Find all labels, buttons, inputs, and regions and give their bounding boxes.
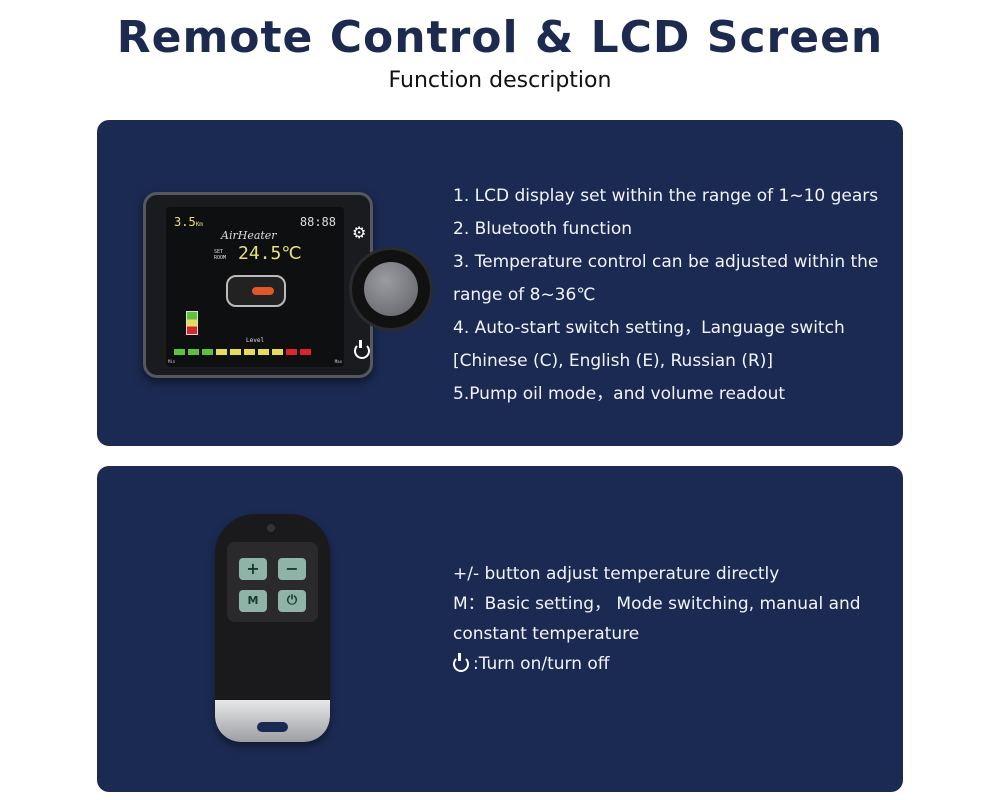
power-feature-text: :Turn on/turn off: [473, 654, 610, 674]
feature-item: 5.Pump oil mode，and volume readout: [453, 384, 786, 404]
distance-unit: Km: [195, 221, 203, 228]
minus-button-icon: −: [278, 558, 306, 580]
feature-item: 4. Auto-start switch setting，Language sw…: [453, 318, 845, 338]
clock-readout: 88:88: [299, 215, 336, 229]
mode-button-icon: M: [239, 590, 267, 612]
power-icon: [354, 340, 374, 360]
feature-item: 1. LCD display set within the range of 1…: [453, 186, 879, 206]
level-bar: [174, 349, 311, 355]
distance-readout: 3.5: [174, 215, 196, 229]
level-label: Level: [246, 337, 265, 344]
feature-item: constant temperature: [453, 624, 640, 644]
power-icon: [453, 653, 469, 672]
page-title: Remote Control & LCD Screen: [116, 12, 884, 63]
brand-label: AirHeater: [221, 229, 277, 242]
plus-button-icon: +: [239, 558, 267, 580]
remote-control-panel: + − M ⏻ +/- button adjust temperature di…: [97, 466, 903, 792]
feature-item: M：Basic setting， Mode switching, manual …: [453, 594, 861, 614]
remote-control-image: + − M ⏻: [215, 514, 330, 742]
remote-feature-list: +/- button adjust temperature directly M…: [453, 559, 861, 679]
set-label: SET: [214, 249, 224, 255]
min-label: Min: [168, 359, 176, 364]
power-button-icon: ⏻: [278, 590, 306, 612]
feature-item: +/- button adjust temperature directly: [453, 564, 780, 584]
fuel-gauge-icon: [186, 311, 198, 335]
lcd-feature-list: 1. LCD display set within the range of 1…: [453, 180, 878, 411]
heater-diagram-icon: [226, 275, 286, 307]
page-subtitle: Function description: [388, 68, 612, 93]
max-label: Max: [334, 359, 342, 364]
gear-icon: ⚙: [352, 223, 367, 242]
feature-item: [Chinese (C), English (E), Russian (R)]: [453, 351, 774, 371]
feature-item: range of 8~36℃: [453, 285, 596, 305]
feature-item: 2. Bluetooth function: [453, 219, 632, 239]
feature-item: 3. Temperature control can be adjusted w…: [453, 252, 879, 272]
control-knob: [352, 250, 430, 328]
temperature-readout: 24.5℃: [238, 243, 302, 264]
room-label: ROOM: [214, 255, 227, 261]
feature-item-power: :Turn on/turn off: [453, 649, 861, 679]
